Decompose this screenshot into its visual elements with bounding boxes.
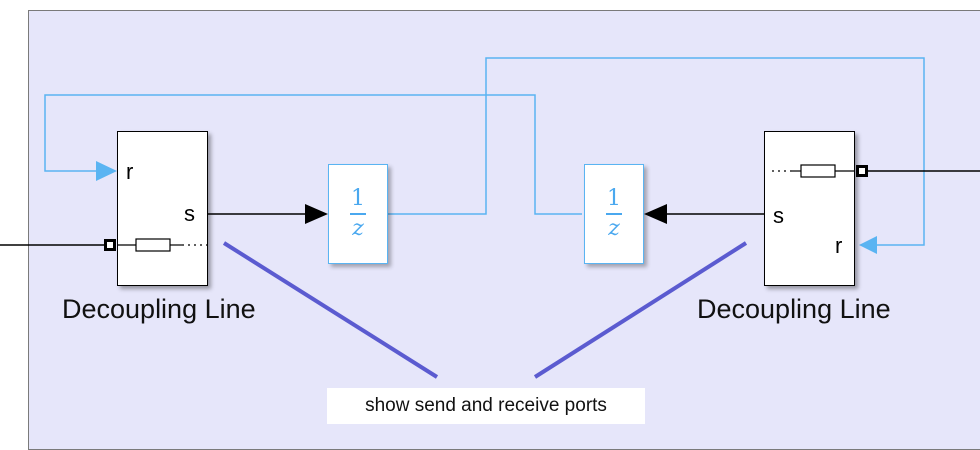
fraction-bar xyxy=(350,213,366,215)
signal-line-left-delay-to-right-r[interactable] xyxy=(388,57,925,246)
port-label-r: r xyxy=(835,233,843,258)
physical-port-left[interactable] xyxy=(104,239,116,251)
fraction-bar xyxy=(606,213,622,215)
delay-numerator: 1 xyxy=(607,186,621,212)
annotation-text[interactable]: show send and receive ports xyxy=(327,388,645,424)
arrowhead-right-r xyxy=(859,236,877,254)
unit-delay-block-left[interactable]: 1 z xyxy=(328,164,388,264)
block-name-left[interactable]: Decoupling Line xyxy=(62,294,256,324)
decoupling-line-block-right[interactable]: s r xyxy=(764,131,855,286)
annotation-line-left xyxy=(222,241,439,379)
delay-numerator: 1 xyxy=(351,186,365,212)
annotation-line-right xyxy=(533,241,748,379)
arrowhead-left-delay-input xyxy=(305,204,328,224)
arrowhead-left-r xyxy=(96,161,117,181)
resistor-icon xyxy=(771,163,855,178)
resistor-icon xyxy=(116,237,207,252)
decoupling-line-block-left[interactable]: r s xyxy=(116,131,208,286)
physical-port-right[interactable] xyxy=(856,165,868,177)
port-label-s: s xyxy=(184,201,195,226)
arrowhead-right-delay-input xyxy=(644,204,667,224)
delay-denominator: z xyxy=(352,215,364,241)
block-name-right[interactable]: Decoupling Line xyxy=(697,294,891,324)
port-label-r: r xyxy=(126,159,134,184)
signal-lines xyxy=(0,57,980,379)
port-label-s: s xyxy=(773,203,784,228)
signal-line-right-delay-to-left-r[interactable] xyxy=(44,94,582,215)
unit-delay-block-right[interactable]: 1 z xyxy=(584,164,644,264)
delay-denominator: z xyxy=(608,215,620,241)
